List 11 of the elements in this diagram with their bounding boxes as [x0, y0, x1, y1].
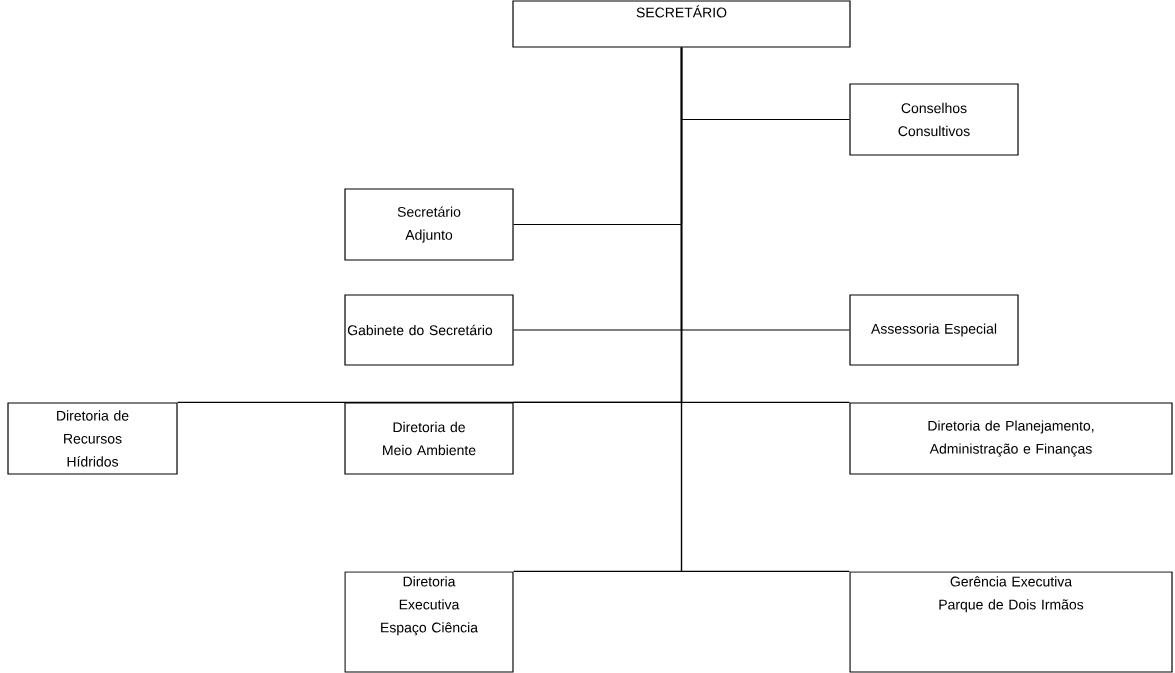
- org-box: Diretoria Executiva Espaço Ciência: [344, 571, 514, 673]
- org-box: Gabinete do Secretário: [344, 294, 514, 366]
- org-box: Gerência Executiva Parque de Dois Irmãos: [849, 571, 1173, 673]
- org-box: Secretário Adjunto: [344, 188, 514, 261]
- org-box: Diretoria de Planejamento, Administração e Finanças: [849, 402, 1173, 475]
- org-box: Assessoria Especial: [849, 294, 1019, 366]
- org-box: Diretoria de Meio Ambiente: [344, 402, 514, 475]
- connector-line: [680, 47, 850, 572]
- org-box: Diretoria de Recursos Hídridos: [7, 402, 178, 475]
- org-box: Conselhos Consultivos: [849, 83, 1019, 156]
- org-box: SECRETÁRIO: [512, 0, 851, 48]
